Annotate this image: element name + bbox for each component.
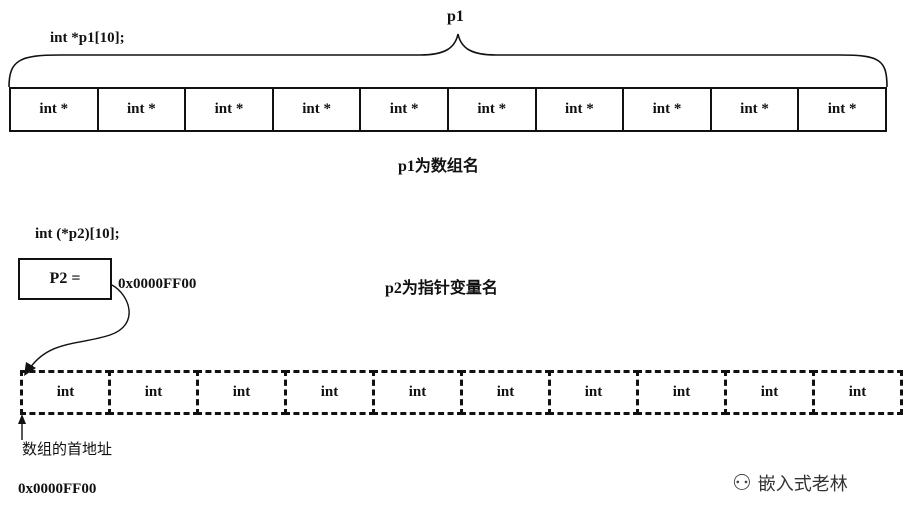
array2-cell: int (460, 370, 551, 415)
p2-value: 0x0000FF00 (118, 276, 197, 292)
pointer-array-p1: int * int * int * int * int * int * int … (9, 87, 887, 132)
array2-cell: int (548, 370, 639, 415)
array1-cell: int * (11, 89, 99, 130)
p2-box-label: P2 = (49, 270, 81, 287)
p1-brace (8, 33, 888, 88)
array2-cell: int (724, 370, 815, 415)
array1-cell: int * (361, 89, 449, 130)
array1-cell: int * (712, 89, 800, 130)
p1-name-caption: p1为数组名 (398, 158, 479, 175)
p1-declaration: int *p1[10]; (50, 30, 125, 46)
array2-cell: int (20, 370, 111, 415)
int-array: int int int int int int int int int int (20, 370, 903, 415)
p1-label: p1 (447, 8, 464, 25)
array1-cell: int * (449, 89, 537, 130)
start-arrowhead (18, 414, 26, 424)
array1-cell: int * (186, 89, 274, 130)
p2-name-caption: p2为指针变量名 (385, 280, 498, 297)
watermark: ⚇ 嵌入式老林 (732, 470, 848, 496)
array2-cell: int (812, 370, 903, 415)
array1-cell: int * (274, 89, 362, 130)
array2-cell: int (284, 370, 375, 415)
array-start-label: 数组的首地址 (22, 442, 113, 458)
array2-cell: int (636, 370, 727, 415)
pointer-arrow (29, 284, 130, 369)
array2-cell: int (196, 370, 287, 415)
array1-cell: int * (624, 89, 712, 130)
p2-declaration: int (*p2)[10]; (35, 226, 120, 242)
array2-cell: int (108, 370, 199, 415)
array1-cell: int * (99, 89, 187, 130)
array1-cell: int * (537, 89, 625, 130)
array2-cell: int (372, 370, 463, 415)
p2-pointer-box: P2 = (18, 258, 112, 300)
wechat-icon: ⚇ (732, 470, 752, 496)
array-start-address: 0x0000FF00 (18, 481, 97, 497)
array1-cell: int * (827, 101, 857, 117)
watermark-text: 嵌入式老林 (757, 474, 848, 495)
